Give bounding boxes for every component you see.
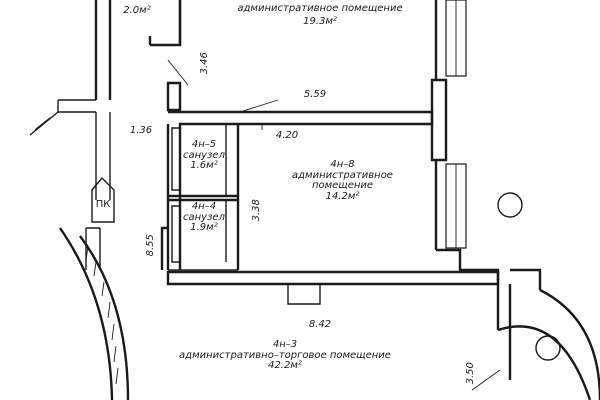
room-r3-code: 4н–3 bbox=[272, 339, 298, 350]
room-r5-name: санузел bbox=[183, 149, 225, 161]
room-r3-label: 4н–3 административно–торговое помещение … bbox=[170, 339, 400, 372]
facade-hatch bbox=[85, 245, 119, 385]
door-bottom-box bbox=[287, 283, 321, 305]
lower-left-strip bbox=[85, 227, 101, 270]
room-r7-name: административное помещение bbox=[237, 3, 403, 14]
room-r3-name: административно–торговое помещение bbox=[179, 349, 391, 361]
curved-facade-outer bbox=[59, 227, 114, 400]
left-outline bbox=[29, 99, 96, 136]
room-r4-code: 4н–4 bbox=[191, 201, 217, 212]
room-r5-label: 4н–5 санузел 1.6м² bbox=[182, 139, 226, 172]
left-strip bbox=[95, 112, 111, 200]
pk-marker-label: ПК bbox=[95, 199, 111, 210]
room-r8-label: 4н–8 административное помещение 14.2м² bbox=[275, 159, 410, 202]
corridor-walls bbox=[94, 0, 182, 100]
dim-842-label: 8.42 bbox=[308, 319, 332, 330]
room-r8-name: административное помещение bbox=[292, 169, 393, 191]
dim-855-label: 8.55 bbox=[144, 234, 156, 257]
room-r8-code: 4н–8 bbox=[330, 159, 355, 170]
room-r1-area: 2.0м² bbox=[123, 5, 151, 16]
bathroom-block bbox=[166, 124, 240, 270]
dim-leader-559 bbox=[239, 99, 279, 113]
dim-leader-346 bbox=[167, 59, 189, 86]
curved-facade-inner bbox=[79, 235, 130, 400]
room-r7-area: 19.3м² bbox=[303, 15, 337, 27]
wall-right-step bbox=[436, 248, 512, 380]
right-corner bbox=[496, 268, 542, 330]
room-r8-area: 14.2м² bbox=[325, 190, 360, 202]
dim-136-label: 1.36 bbox=[129, 125, 153, 136]
room-r7-label: административное помещение 19.3м² bbox=[225, 3, 415, 27]
right-column-bottom bbox=[535, 335, 561, 361]
room-r5-code: 4н–5 bbox=[191, 139, 217, 150]
room-r4-label: 4н–4 санузел 1.9м² bbox=[182, 201, 226, 234]
room-r4-area: 1.9м² bbox=[190, 222, 218, 233]
dim-559-label: 5.59 bbox=[303, 89, 327, 100]
room-r4-name: санузел bbox=[183, 211, 225, 223]
right-column-top bbox=[497, 192, 523, 218]
wall-above-r3 bbox=[166, 270, 500, 286]
pk-box bbox=[91, 176, 115, 223]
dim-350-label: 3.50 bbox=[464, 362, 476, 385]
dim-leader-350 bbox=[471, 369, 501, 391]
bath-walls-inner bbox=[168, 124, 238, 271]
room-r1-label: 2.0м² bbox=[112, 5, 162, 17]
bathroom-door-4 bbox=[171, 205, 181, 263]
center-left-wall bbox=[166, 81, 182, 112]
dim-346-label: 3.46 bbox=[198, 52, 210, 75]
right-bay bbox=[497, 288, 600, 400]
hallway-left bbox=[160, 226, 168, 270]
left-diagonal-hatch bbox=[34, 117, 51, 131]
dim-338-label: 3.38 bbox=[250, 199, 262, 222]
dim-420-label: 4.20 bbox=[275, 130, 299, 141]
room-r5-area: 1.6м² bbox=[190, 160, 218, 171]
bathroom-door-5 bbox=[171, 127, 181, 191]
right-exterior-wall bbox=[430, 0, 448, 250]
room-r3-area: 42.2м² bbox=[268, 360, 302, 371]
